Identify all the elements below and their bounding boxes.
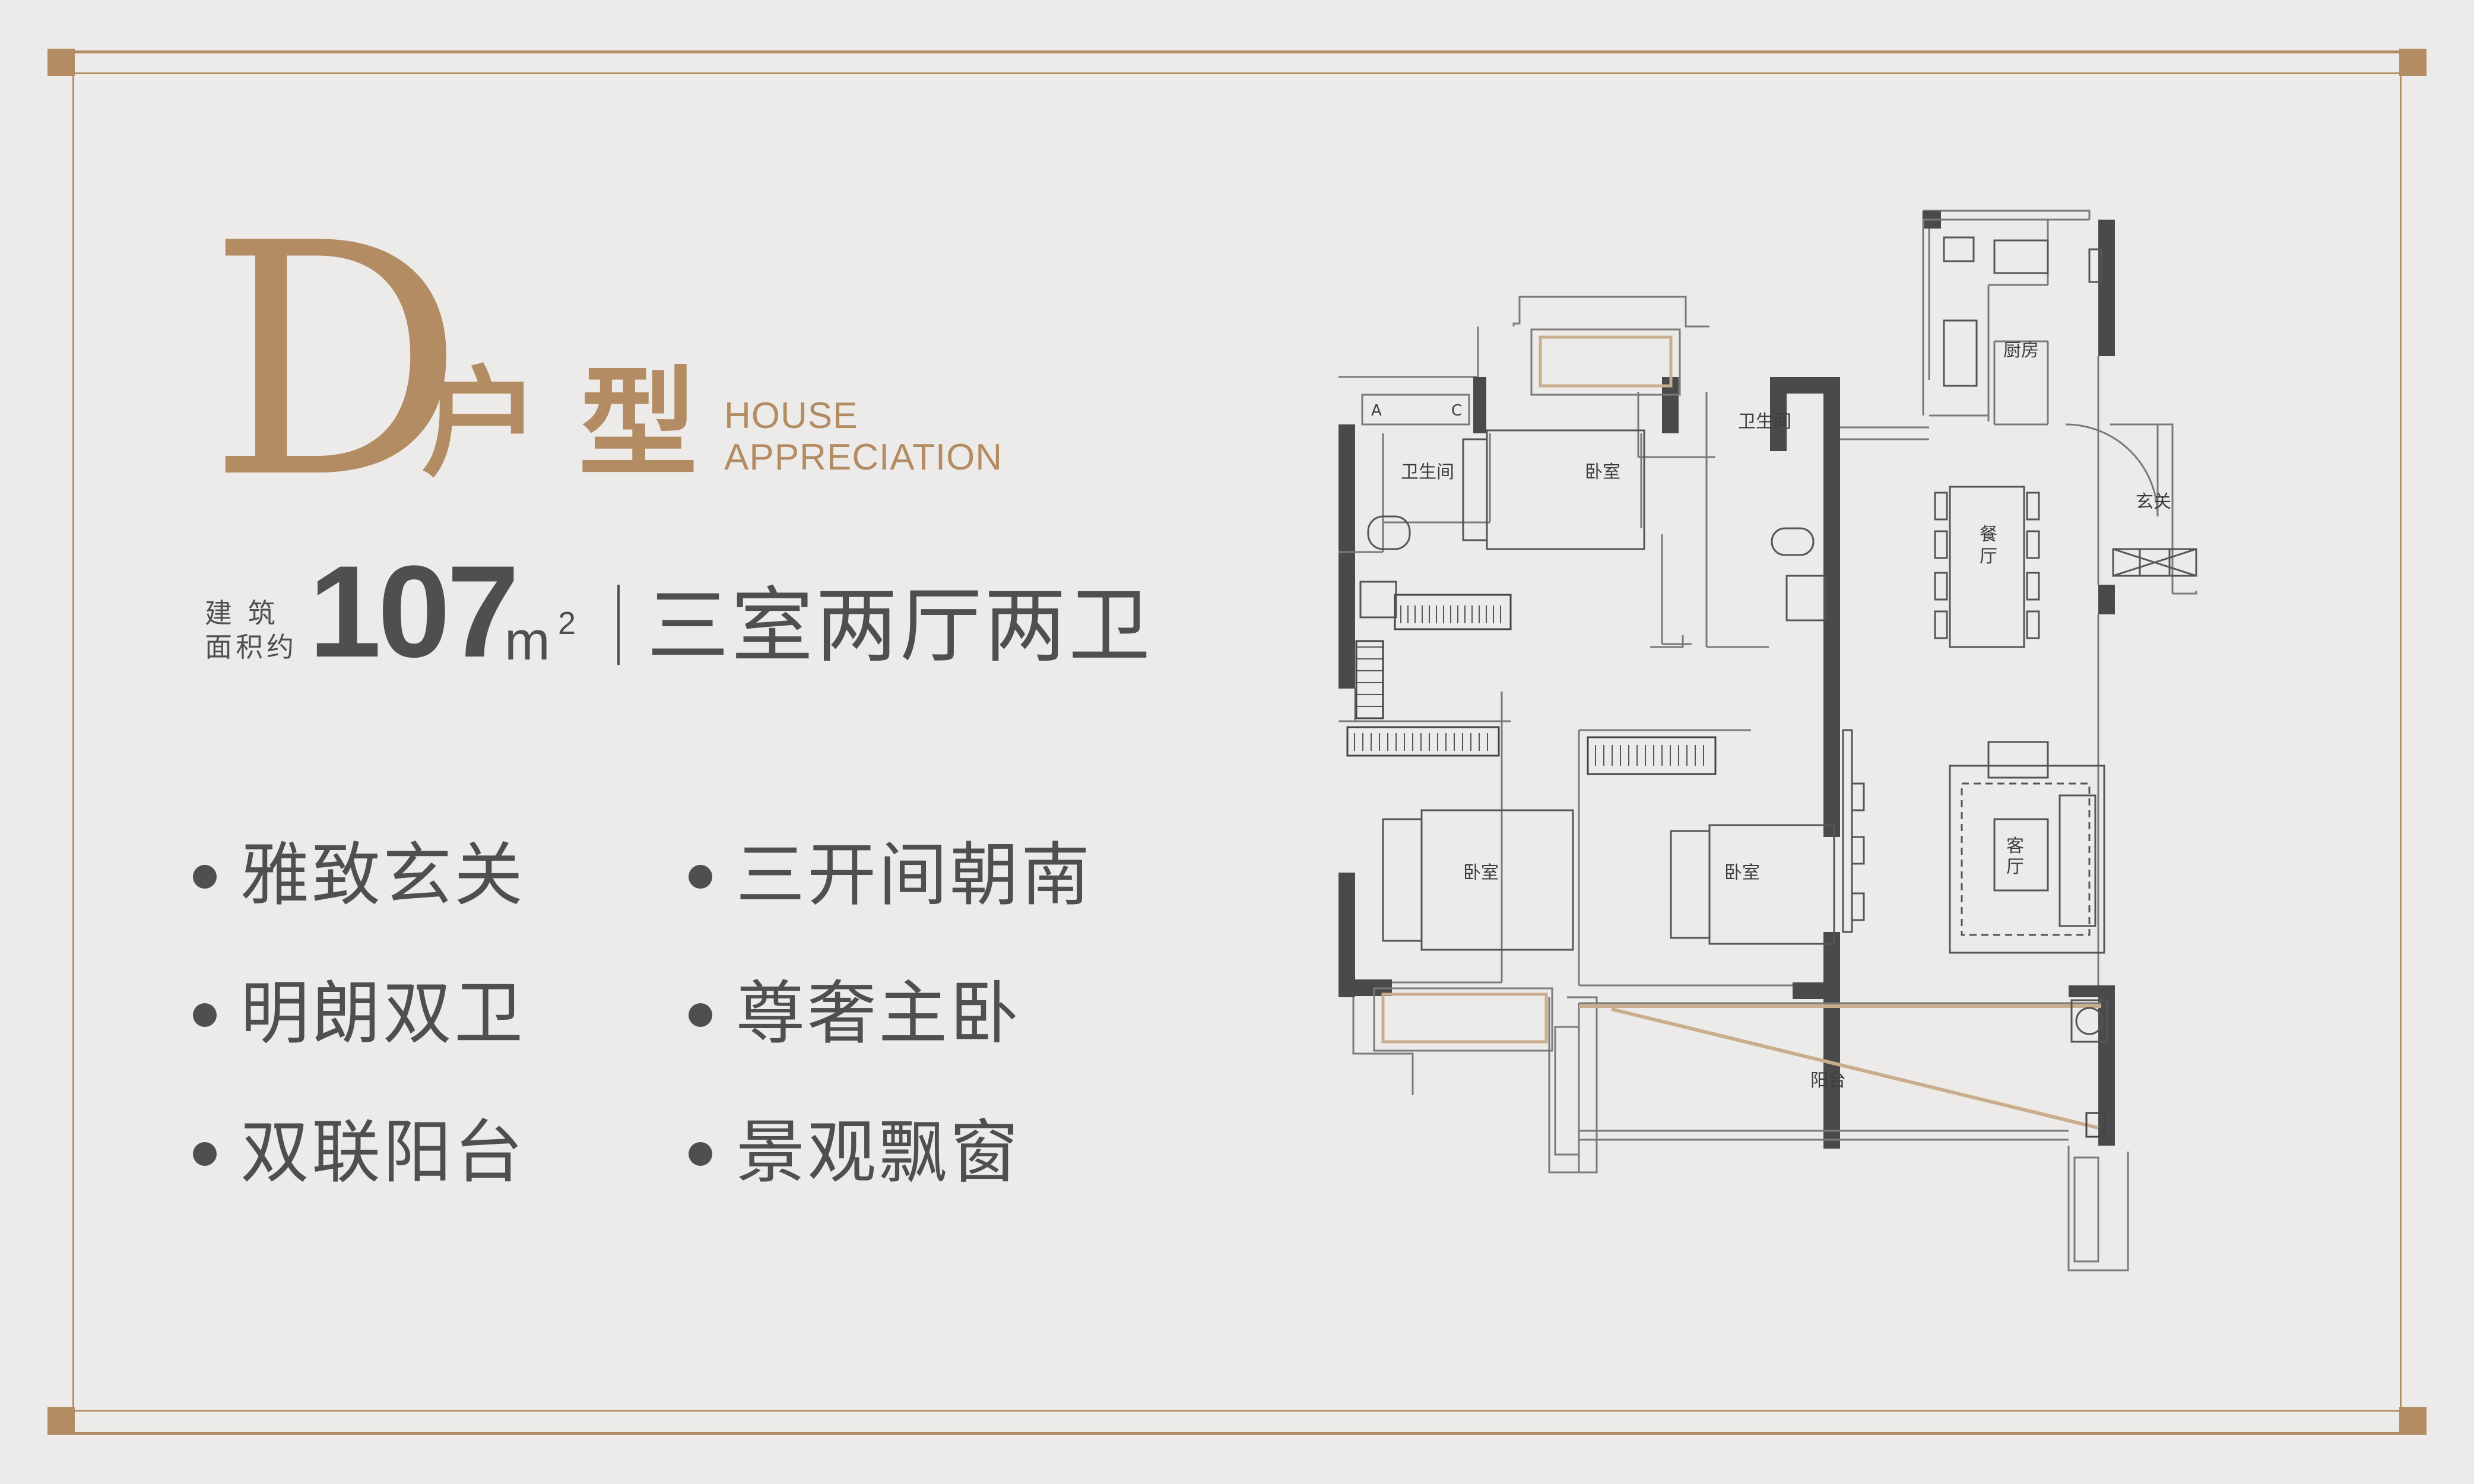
feature-label: 雅致玄关 [240, 835, 525, 915]
feature-label: 双联阳台 [240, 1112, 525, 1193]
feature-label: 尊奢主卧 [736, 974, 1021, 1054]
type-word-1: 户 [421, 355, 541, 493]
ac-label-a: A [1371, 402, 1382, 420]
bullet-dot [689, 1142, 712, 1166]
living-label-1: 客 [2006, 836, 2024, 857]
floor-plan: A C [1306, 196, 2315, 1294]
frame-corner-bl [47, 1407, 75, 1434]
area-label-line-1: 建 筑 [205, 597, 279, 629]
bathroom-left-label: 卫生间 [1401, 462, 1454, 483]
feature-label: 三开间朝南 [736, 835, 1092, 915]
english-title-line-1: HOUSE [724, 395, 858, 436]
bedroom-master-label: 卧室 [1585, 462, 1620, 483]
area-value: 107 [309, 538, 519, 684]
bullet-dot [689, 865, 712, 889]
bedroom-mid-label: 卧室 [1724, 863, 1760, 883]
area-unit: m [505, 611, 550, 671]
bedroom-left-label: 卧室 [1463, 863, 1499, 883]
frame-left-line [72, 50, 74, 1434]
living-label-2: 厅 [2006, 857, 2024, 877]
layout-description: 三室两厅两卫 [647, 578, 1153, 674]
bathroom-right-label: 卫生间 [1738, 411, 1791, 432]
english-title-line-2: APPRECIATION [724, 437, 1003, 478]
floor-plan-drawing: A C [1339, 210, 2197, 1271]
balcony-label: 阳台 [1810, 1070, 1846, 1091]
bullet-dot [193, 1003, 217, 1027]
feature-label: 明朗双卫 [240, 974, 525, 1054]
frame-bottom-line-inner [74, 1410, 2401, 1412]
area-divider [617, 585, 620, 665]
kitchen-label: 厨房 [2003, 340, 2039, 361]
frame-top-line-inner [74, 72, 2401, 74]
entrance-label: 玄关 [2136, 492, 2171, 512]
bullet-dot [689, 1003, 712, 1027]
frame-bottom-line [47, 1432, 2427, 1435]
area-label-line-2: 面积约 [205, 631, 297, 663]
type-word-2: 型 [579, 355, 698, 493]
type-letter: D [208, 176, 465, 548]
dining-label-2: 厅 [1980, 546, 1997, 567]
frame-corner-br [2399, 1407, 2427, 1434]
feature-label: 景观飘窗 [736, 1112, 1021, 1193]
ac-label-c: C [1451, 402, 1462, 420]
frame-corner-tr [2399, 49, 2427, 76]
frame-top-line [47, 50, 2427, 53]
frame-right-line [2400, 50, 2402, 1434]
bullet-dot [193, 865, 217, 889]
frame-corner-tl [47, 49, 75, 76]
bullet-dot [193, 1142, 217, 1166]
dining-label-1: 餐 [1980, 524, 1997, 545]
area-unit-superscript: 2 [558, 605, 576, 641]
